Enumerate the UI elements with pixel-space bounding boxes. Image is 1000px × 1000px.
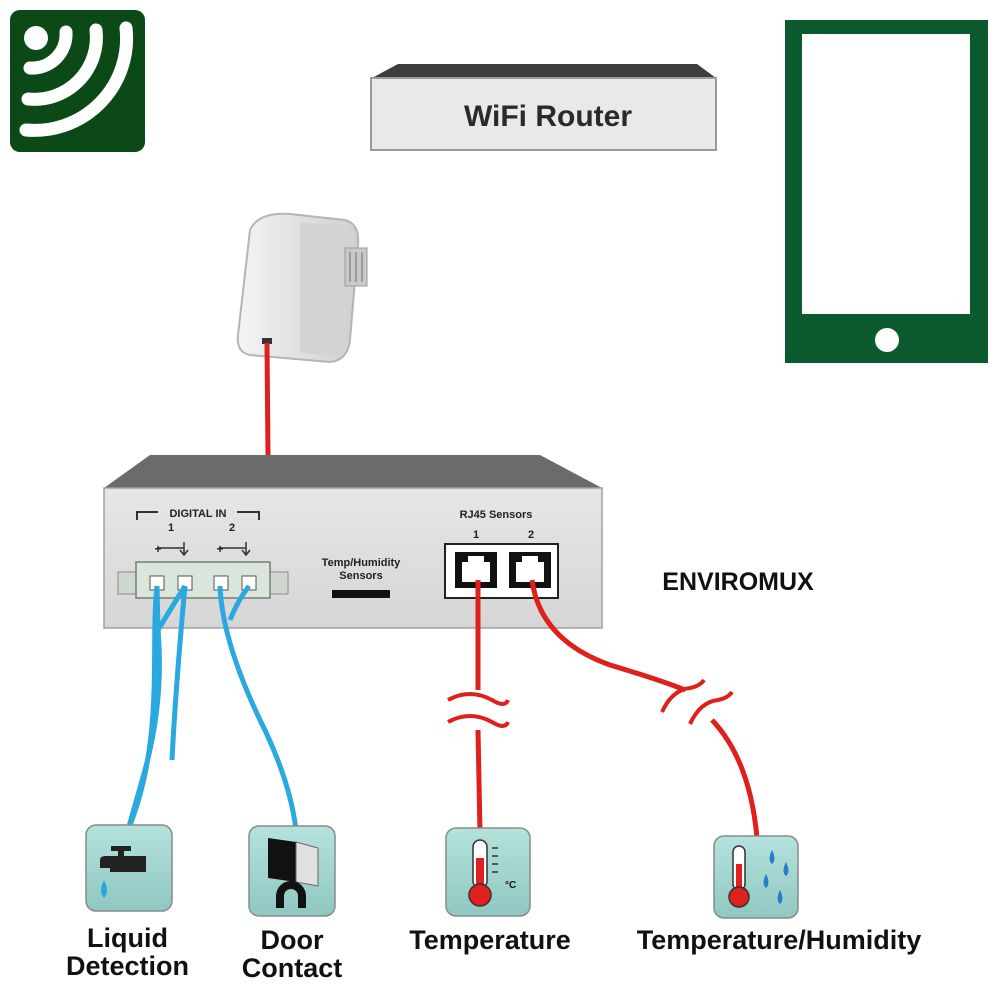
- temperature-caption-line1: Temperature: [409, 925, 571, 955]
- polarity-plus-1: +: [154, 542, 161, 556]
- door-cable: [217, 584, 299, 831]
- thermometer-icon: °C: [445, 827, 531, 917]
- celsius-unit: °C: [505, 880, 516, 891]
- thermometer-humidity-icon: [713, 835, 799, 919]
- rj45-port-num-1: 1: [473, 529, 479, 541]
- digital-in-label: DIGITAL IN: [169, 508, 226, 520]
- tablet-icon: [785, 20, 988, 363]
- humidity-cable: [529, 579, 760, 839]
- liquid-cable-main: [125, 585, 162, 831]
- ethernet-cable: [264, 342, 271, 456]
- digital-in-port-1: 1: [168, 522, 174, 534]
- digital-in-port-2: 2: [229, 522, 235, 534]
- wifi-router: WiFi Router: [370, 64, 717, 151]
- wifi-extender-icon: [236, 212, 368, 364]
- rj45-port-num-2: 2: [528, 529, 534, 541]
- door-magnet-icon: [248, 825, 336, 917]
- temperature-caption: Temperature: [385, 925, 595, 955]
- temperature-humidity-caption: Temperature/Humidity: [610, 925, 948, 955]
- wifi-icon: [10, 10, 145, 152]
- liquid-detection-caption: Liquid Detection: [40, 924, 215, 981]
- rj45-port-2: [509, 552, 551, 588]
- faucet-icon: [85, 824, 173, 912]
- door-caption-line2: Contact: [241, 953, 343, 984]
- router-label: WiFi Router: [464, 100, 632, 133]
- door-caption-line1: Door: [260, 925, 324, 955]
- temp-humidity-label-1: Temp/Humidity: [322, 557, 402, 569]
- cable-break-2: [660, 678, 734, 725]
- liquid-caption-line2: Detection: [65, 951, 190, 982]
- polarity-plus-2: +: [216, 542, 223, 556]
- liquid-caption-line1: Liquid: [87, 923, 168, 953]
- temp-humidity-port: [332, 590, 390, 598]
- terminal-block: [117, 561, 289, 599]
- door-contact-caption: Door Contact: [212, 926, 372, 983]
- temp-humidity-caption-line1: Temperature/Humidity: [636, 925, 922, 955]
- device-name: ENVIROMUX: [662, 568, 814, 596]
- cable-break-1: [447, 692, 510, 728]
- liquid-cable-return: [155, 584, 188, 632]
- temp-humidity-label-2: Sensors: [339, 570, 382, 582]
- enviromux-device: DIGITAL IN 1 2 + + Temp/Humidity Sensors…: [103, 455, 603, 629]
- temperature-cable: [475, 580, 483, 833]
- rj45-label: RJ45 Sensors: [460, 509, 533, 521]
